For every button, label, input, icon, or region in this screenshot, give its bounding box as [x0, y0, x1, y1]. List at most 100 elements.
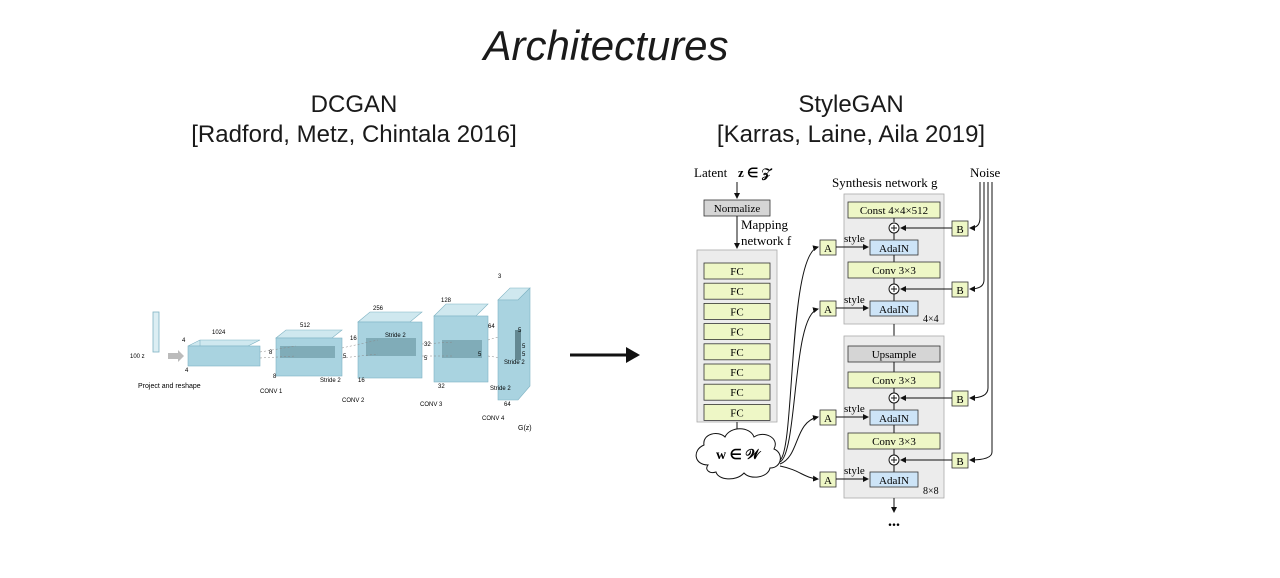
stylegan-name: StyleGAN — [798, 91, 904, 118]
stylegan-normalize-label: Normalize — [714, 203, 761, 215]
transition-arrow-icon — [570, 347, 640, 363]
stylegan-style-label: style — [844, 403, 865, 415]
stylegan-res-4x4-label: 4×4 — [923, 314, 939, 325]
dcgan-16b-label: 16 — [358, 378, 365, 384]
dcgan-32a-label: 32 — [424, 342, 431, 348]
dcgan-citation: [Radford, Metz, Chintala 2016] — [191, 121, 517, 148]
stylegan-style-label: style — [844, 465, 865, 477]
stylegan-fc-label: FC — [730, 387, 743, 399]
dcgan-3-label: 3 — [498, 274, 502, 280]
stylegan-latent-label: Latent — [694, 165, 728, 180]
stylegan-fc-label: FC — [730, 347, 743, 359]
stylegan-const-label: Const 4×4×512 — [860, 205, 928, 217]
dcgan-4b-label: 4 — [185, 368, 189, 374]
stylegan-fc-label: FC — [730, 327, 743, 339]
stylegan-b-label: B — [956, 394, 963, 406]
stylegan-conv-label: Conv 3×3 — [872, 265, 916, 277]
dcgan-conv1-label: CONV 1 — [260, 389, 283, 395]
stylegan-conv-label: Conv 3×3 — [872, 375, 916, 387]
dcgan-128-label: 128 — [441, 298, 452, 304]
dcgan-diagram: 100 z Project and reshape 1024 4 4 512 8… — [130, 274, 532, 432]
stylegan-fc-box — [703, 282, 771, 300]
dcgan-stride3-label: Stride 2 — [490, 386, 511, 392]
stylegan-a-label: A — [824, 475, 832, 487]
dcgan-output-image — [497, 287, 531, 401]
stylegan-fc-label: FC — [730, 266, 743, 278]
dcgan-1024-label: 1024 — [212, 330, 226, 336]
dcgan-5d-label: 5 — [518, 328, 522, 334]
stylegan-fc-box — [703, 403, 771, 421]
dcgan-8b-label: 8 — [273, 374, 277, 380]
stylegan-ellipsis: ... — [888, 513, 900, 530]
stylegan-fc-stack: FC FC FC FC FC FC FC FC — [703, 262, 771, 421]
stylegan-conv-label: Conv 3×3 — [872, 436, 916, 448]
dcgan-stride1-label: Stride 2 — [320, 378, 341, 384]
stylegan-adain-label: AdaIN — [879, 243, 909, 255]
dcgan-project-label: Project and reshape — [138, 383, 201, 390]
stylegan-adain-box — [869, 300, 919, 317]
dcgan-name: DCGAN — [310, 91, 398, 118]
dcgan-5f-label: 5 — [522, 352, 526, 358]
dcgan-5b-label: 5 — [424, 356, 428, 362]
stylegan-a-label: A — [824, 304, 832, 316]
stylegan-mapping-line2: network f — [741, 233, 792, 248]
dcgan-block-512 — [275, 329, 343, 377]
dcgan-block-128 — [433, 303, 489, 383]
stylegan-fc-label: FC — [730, 286, 743, 298]
stylegan-fc-box — [703, 262, 771, 280]
dcgan-z-label: 100 z — [130, 354, 145, 360]
dcgan-32b-label: 32 — [438, 384, 445, 390]
stylegan-a-label: A — [824, 243, 832, 255]
stylegan-upsample-label: Upsample — [872, 349, 917, 361]
stylegan-adain-box — [869, 471, 919, 488]
dcgan-64a-label: 64 — [488, 324, 495, 330]
stylegan-diagram: Latent z ∈ 𝒵 Normalize Mapping network f… — [694, 165, 1001, 530]
stylegan-fc-box — [703, 323, 771, 341]
stylegan-synthesis-label: Synthesis network g — [832, 175, 938, 190]
dcgan-5e-label: 5 — [522, 344, 526, 350]
dcgan-5c-label: 5 — [478, 352, 482, 358]
dcgan-4a-label: 4 — [182, 338, 186, 344]
slide-title: Architectures — [483, 22, 729, 69]
stylegan-fc-box — [703, 363, 771, 381]
dcgan-5a-label: 5 — [343, 354, 347, 360]
stylegan-citation: [Karras, Laine, Aila 2019] — [716, 121, 986, 148]
stylegan-w-cloud — [695, 428, 781, 480]
stylegan-style-label: style — [844, 233, 865, 245]
dcgan-conv3-label: CONV 3 — [420, 402, 443, 408]
stylegan-adain-label: AdaIN — [879, 304, 909, 316]
stylegan-a-label: A — [824, 413, 832, 425]
stylegan-res-8x8-label: 8×8 — [923, 486, 939, 497]
stylegan-noise-lines — [969, 182, 993, 463]
stylegan-adain-label: AdaIN — [879, 413, 909, 425]
dcgan-conv2-label: CONV 2 — [342, 398, 365, 404]
dcgan-gz-label: G(z) — [518, 425, 532, 432]
dcgan-8a-label: 8 — [269, 350, 273, 356]
stylegan-fc-box — [703, 302, 771, 320]
dcgan-heading: DCGAN [Radford, Metz, Chintala 2016] — [154, 90, 554, 150]
stylegan-b-label: B — [956, 456, 963, 468]
dcgan-block-256 — [357, 311, 423, 379]
dcgan-256-label: 256 — [373, 306, 384, 312]
stylegan-b-label: B — [956, 224, 963, 236]
dcgan-512-label: 512 — [300, 323, 311, 329]
stylegan-fc-box — [703, 343, 771, 361]
dcgan-z-vector — [152, 311, 160, 353]
stylegan-style-connections — [779, 245, 819, 482]
stylegan-heading: StyleGAN [Karras, Laine, Aila 2019] — [651, 90, 1051, 150]
dcgan-16a-label: 16 — [350, 336, 357, 342]
stylegan-fc-label: FC — [730, 306, 743, 318]
dcgan-conv4-label: CONV 4 — [482, 416, 505, 422]
dcgan-project-arrow-icon — [168, 350, 184, 362]
stylegan-style-label: style — [844, 294, 865, 306]
dcgan-block-1024 — [187, 339, 261, 367]
stylegan-fc-label: FC — [730, 407, 743, 419]
stylegan-fc-label: FC — [730, 367, 743, 379]
stylegan-latent-math: z ∈ 𝒵 — [738, 165, 773, 181]
stylegan-mapping-line1: Mapping — [741, 217, 788, 232]
stylegan-adain-label: AdaIN — [879, 475, 909, 487]
stylegan-b-label: B — [956, 285, 963, 297]
dcgan-stride2-label: Stride 2 — [385, 333, 406, 339]
stylegan-fc-box — [703, 383, 771, 401]
dcgan-stride4-label: Stride 2 — [504, 360, 525, 366]
